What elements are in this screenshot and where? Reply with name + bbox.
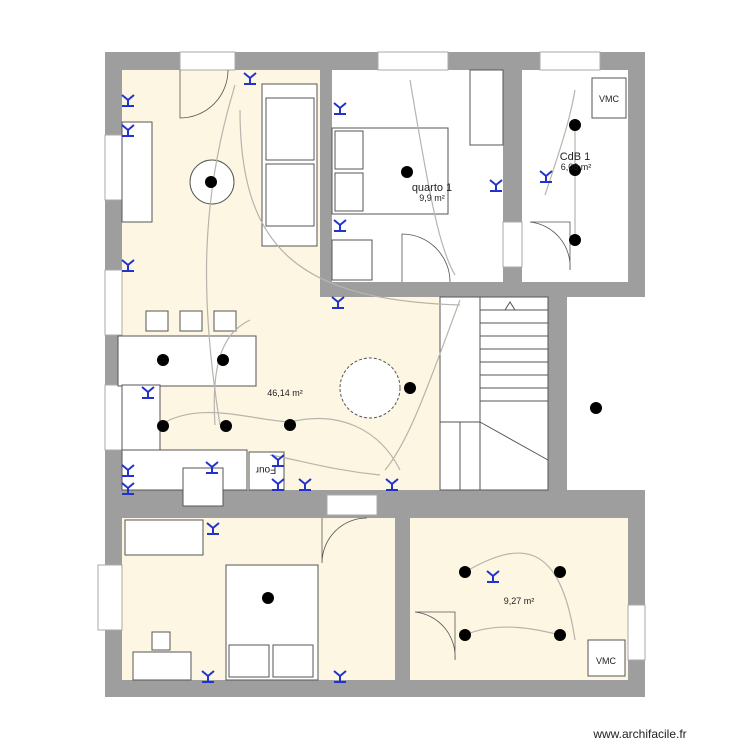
furniture: Four VMC VMC — [117, 69, 627, 681]
bottom-desk — [132, 651, 192, 681]
lamp-icon — [157, 420, 169, 432]
sink — [121, 384, 161, 451]
wardrobe — [469, 69, 504, 146]
doors — [179, 69, 571, 661]
stair-wall — [548, 297, 567, 490]
lamp-icon — [157, 354, 169, 366]
lamp-icon — [554, 566, 566, 578]
vmc-label-top: VMC — [599, 94, 620, 104]
room-area-quarto-1: 9,9 m² — [419, 193, 445, 203]
electrical-wiring — [159, 79, 576, 641]
dresser — [124, 519, 204, 556]
lamp-icon — [459, 629, 471, 641]
room-name-cdb-1: CdB 1 — [560, 151, 591, 163]
lamp-icon — [569, 119, 581, 131]
vmc-label-bottom: VMC — [596, 656, 617, 666]
lamp-icon — [284, 419, 296, 431]
vmc-box-top — [591, 77, 627, 119]
tv-unit — [121, 121, 153, 223]
hob — [182, 467, 224, 507]
lamp-icon — [459, 566, 471, 578]
watermark: www.archifacile.fr — [592, 727, 686, 741]
lamp-icon — [569, 234, 581, 246]
lamp-icon — [554, 629, 566, 641]
room-area-bottom-right: 9,27 m² — [504, 596, 535, 606]
lamp-icon — [205, 176, 217, 188]
room-area-cdb-1: 6,08 m² — [561, 162, 592, 172]
oven-label: Four — [255, 464, 276, 475]
vmc-box-bottom — [587, 639, 626, 677]
lamp-icon — [220, 420, 232, 432]
dining-table — [339, 357, 401, 419]
lamp-icon — [217, 354, 229, 366]
desk — [331, 239, 373, 281]
room-name-quarto-1: quarto 1 — [412, 182, 452, 194]
windows — [97, 51, 646, 661]
kitchen-island — [117, 335, 257, 387]
room-area-living: 46,14 m² — [267, 388, 303, 398]
stair-steps — [440, 297, 549, 490]
staircase — [439, 296, 549, 491]
lamp-icon — [404, 382, 416, 394]
lamp-icon — [262, 592, 274, 604]
lamp-icon — [590, 402, 602, 414]
lamp-icon — [401, 166, 413, 178]
